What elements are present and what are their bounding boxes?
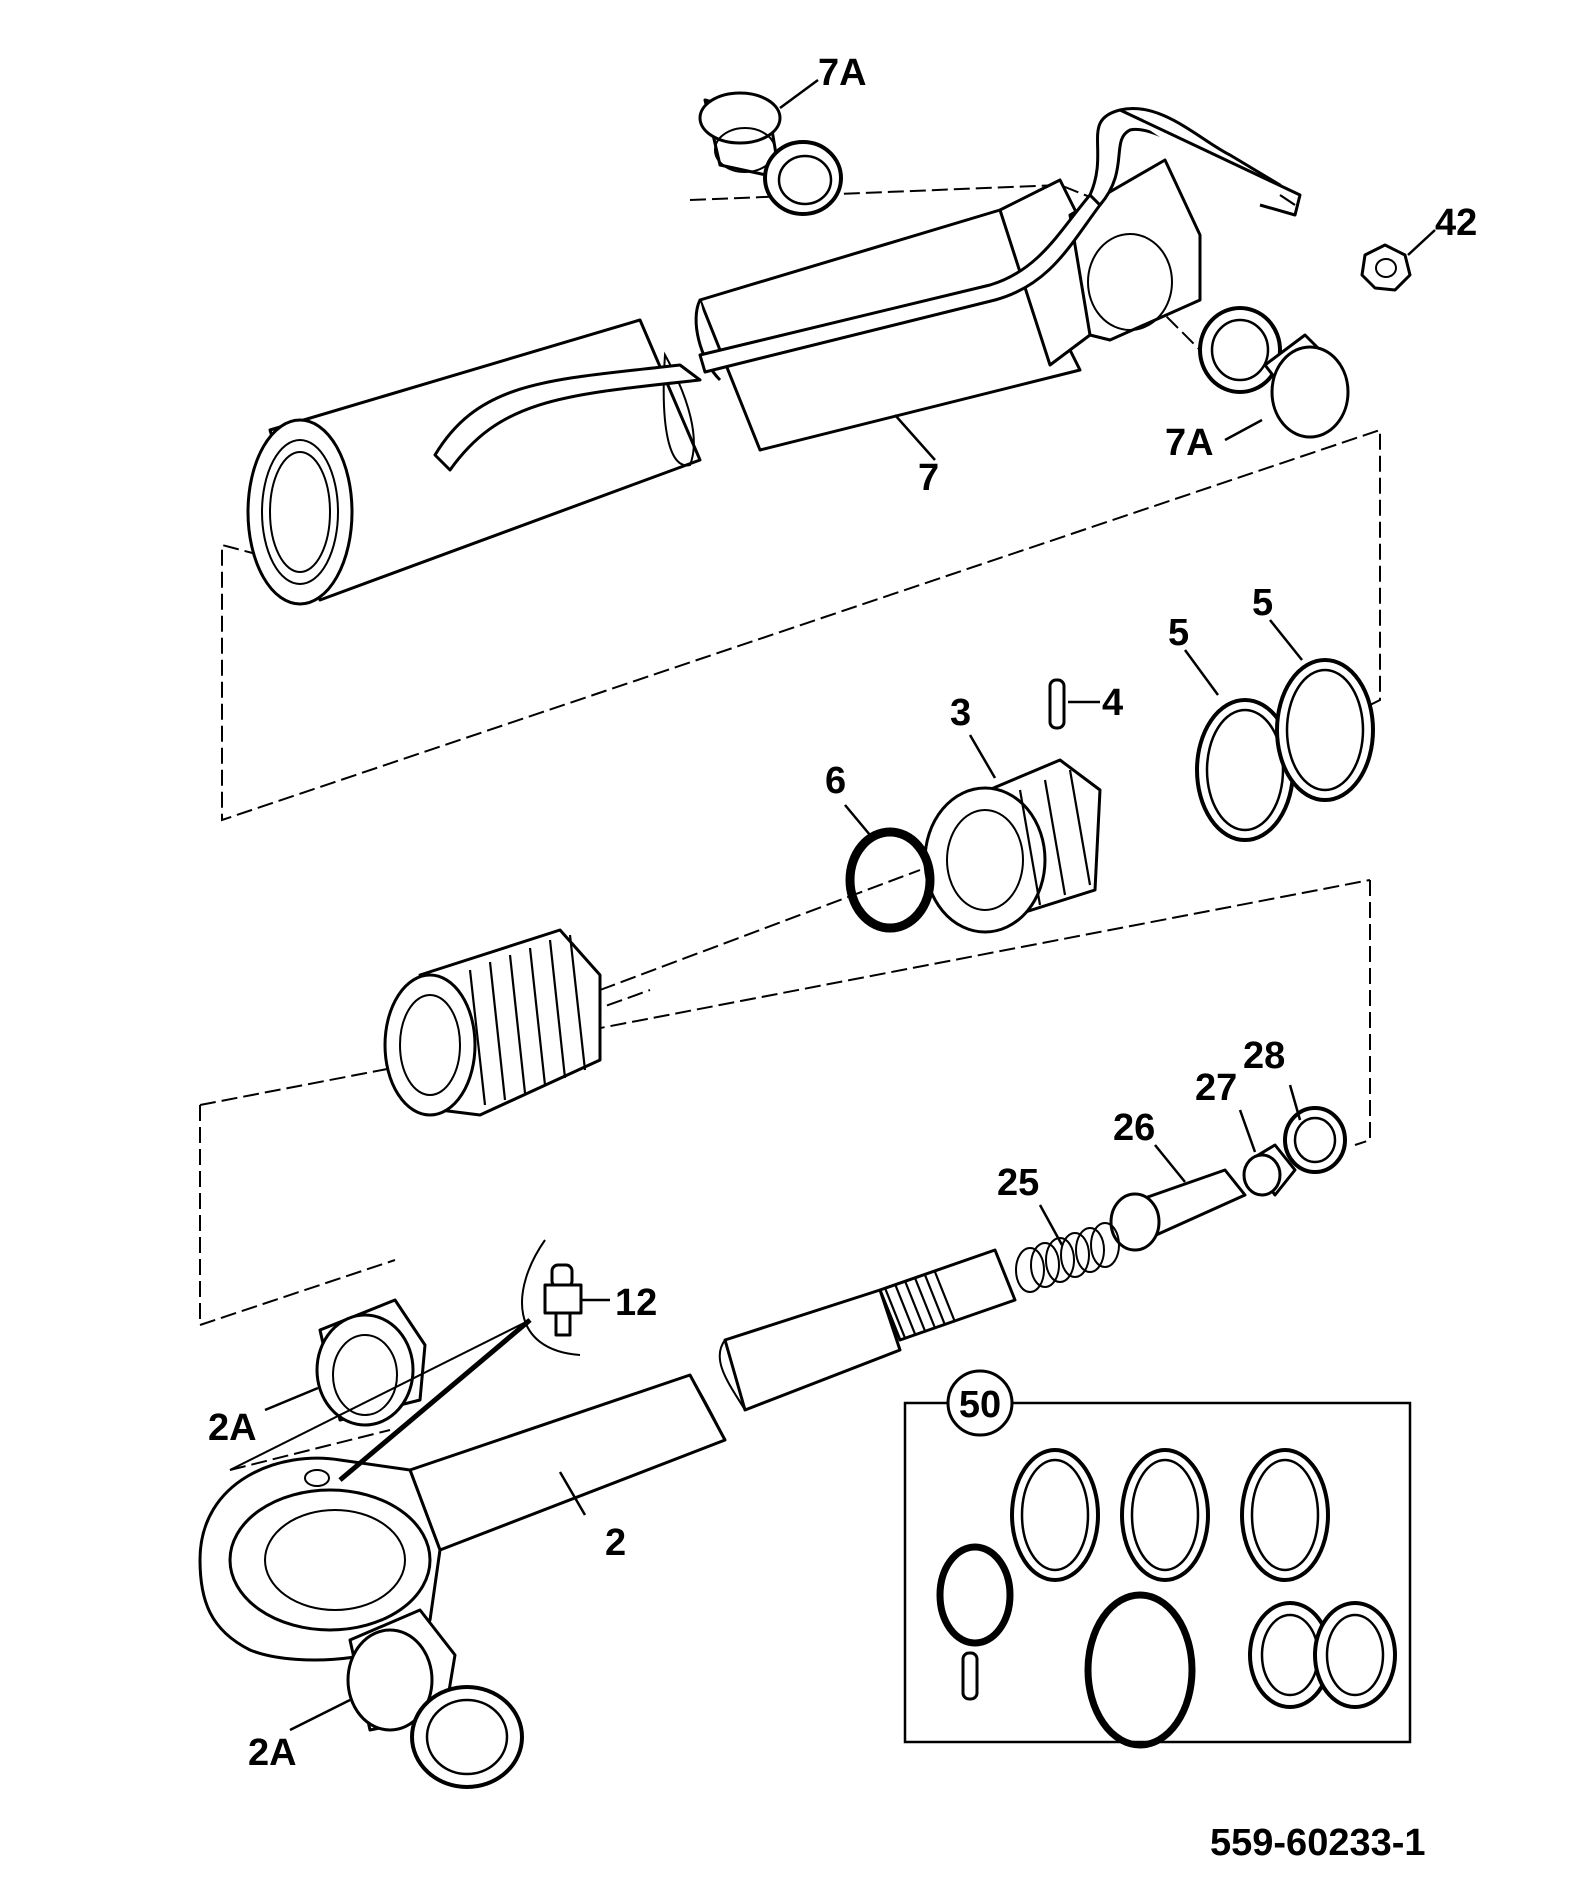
seal-2a-lower	[410, 1685, 524, 1789]
plunger-26	[1109, 1168, 1247, 1252]
callout-5-right: 5	[1252, 582, 1273, 624]
collar-27	[1242, 1143, 1297, 1197]
cylinder-gland	[383, 928, 602, 1117]
reference-number: 559-60233-1	[1210, 1822, 1426, 1864]
leader-lines	[264, 78, 1436, 1732]
callout-7: 7	[918, 457, 939, 499]
roll-pin-4	[1048, 678, 1066, 730]
bushing-7a-top	[698, 91, 782, 180]
callout-7a-right: 7A	[1165, 422, 1214, 464]
piston-rod-2	[198, 1248, 1017, 1662]
seal-7a-top	[763, 140, 843, 216]
callout-25: 25	[997, 1162, 1039, 1204]
piston-ring-5-left	[1195, 698, 1295, 842]
seal-kit-50-box	[903, 1369, 1412, 1749]
callout-28: 28	[1243, 1035, 1285, 1077]
o-ring-6	[845, 827, 935, 933]
callout-7a-top: 7A	[818, 52, 867, 94]
callout-labels: 7A 42 7A 7 5 5 4 3 6 28 27 26 25 12 2A 2…	[208, 52, 1477, 1864]
cylinder-barrel-7	[246, 106, 1302, 606]
callout-2: 2	[605, 1522, 626, 1564]
spring-25	[1015, 1222, 1120, 1293]
bushing-2a-upper	[315, 1298, 427, 1427]
callout-3: 3	[950, 692, 971, 734]
nut-42	[1360, 243, 1412, 292]
callout-42: 42	[1435, 202, 1477, 244]
callout-2a-upper: 2A	[208, 1407, 257, 1449]
callout-27: 27	[1195, 1067, 1237, 1109]
callout-12: 12	[615, 1282, 657, 1324]
grease-nipple-12	[229, 1239, 583, 1482]
seal-7a-right	[1198, 306, 1282, 394]
callout-6: 6	[825, 760, 846, 802]
callout-50: 50	[959, 1384, 1001, 1426]
callout-4: 4	[1102, 682, 1123, 724]
callout-2a-lower: 2A	[248, 1732, 297, 1774]
callout-5-left: 5	[1168, 612, 1189, 654]
circlip-28	[1283, 1106, 1347, 1174]
piston-3	[923, 758, 1102, 934]
callout-26: 26	[1113, 1107, 1155, 1149]
piston-ring-5-right	[1275, 658, 1375, 802]
bushing-7a-right	[1263, 333, 1350, 439]
